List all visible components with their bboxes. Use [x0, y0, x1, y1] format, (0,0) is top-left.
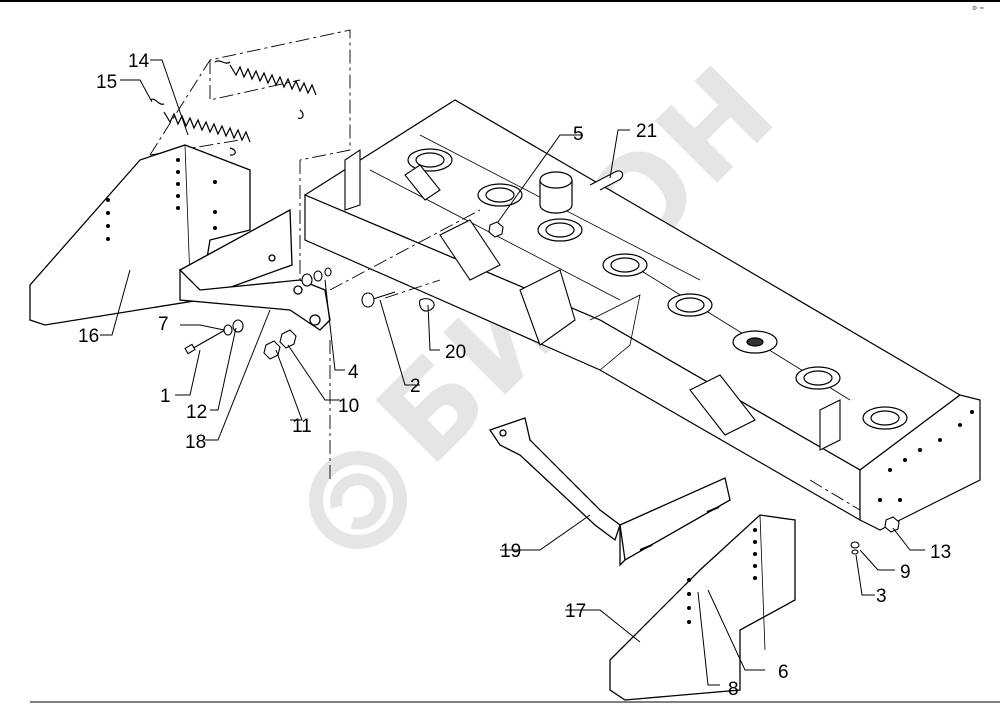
callout-19: 19: [500, 541, 521, 562]
callout-15: 15: [96, 72, 117, 93]
callout-5: 5: [573, 124, 584, 145]
side-shield-right: [609, 514, 796, 701]
spring-lower: [149, 98, 251, 156]
leader-lines: [100, 59, 925, 686]
callout-16: 16: [78, 326, 99, 347]
beam-top-rings: [407, 148, 908, 430]
shield-right-holes: [687, 528, 757, 624]
callout-1: 1: [160, 386, 171, 407]
callout-4: 4: [348, 362, 359, 383]
mount-bracket-left: [179, 208, 331, 331]
end-plate-bolts: [878, 410, 974, 502]
callout-9: 9: [900, 562, 911, 583]
hardware-items: [184, 170, 900, 594]
beam-brackets: [344, 148, 841, 451]
mount-bracket-right: [488, 417, 731, 567]
callout-7: 7: [158, 314, 169, 335]
corner-mark: ⚙ ≈: [972, 5, 984, 12]
callout-17: 17: [565, 601, 586, 622]
callout-12: 12: [186, 402, 207, 423]
assembly-guide-lines: [149, 29, 861, 511]
callout-10: 10: [338, 396, 359, 417]
shield-left-holes: [106, 158, 217, 241]
spring-upper: [214, 60, 317, 120]
callout-11: 11: [292, 416, 312, 437]
callout-14: 14: [128, 51, 150, 72]
callout-labels: 14 15 5 21 7 16 20 4 2 1 10 12 11 18 19 …: [78, 51, 951, 700]
callout-8: 8: [728, 679, 739, 700]
callout-2: 2: [410, 376, 421, 397]
callout-3: 3: [876, 586, 887, 607]
callout-20: 20: [445, 342, 466, 363]
callout-21: 21: [636, 121, 657, 142]
callout-13: 13: [930, 542, 951, 563]
watermark-logo-icon: [309, 451, 407, 549]
callout-6: 6: [778, 662, 789, 683]
callout-18: 18: [185, 432, 206, 453]
